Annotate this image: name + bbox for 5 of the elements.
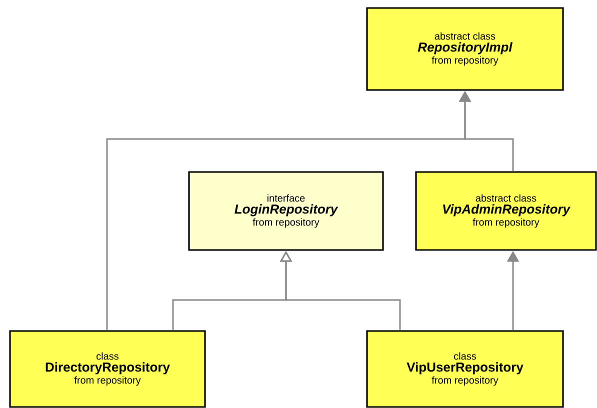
class-box: class VipUserRepository from repository xyxy=(366,330,564,408)
class-box: abstract class RepositoryImpl from repository xyxy=(366,7,564,91)
class-box: interface LoginRepository from repository xyxy=(188,171,384,251)
class-box: class DirectoryRepository from repository xyxy=(9,330,206,408)
class-box: abstract class VipAdminRepository from repository xyxy=(415,171,597,251)
